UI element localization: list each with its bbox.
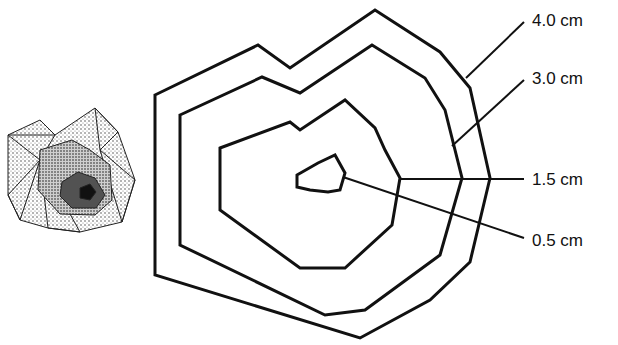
zone-outline [220,100,400,268]
leader-line [343,177,524,238]
dimension-label: 3.0 cm [530,69,585,88]
zone-outlines [155,10,490,338]
zone-outline [297,155,345,192]
leader-lines [343,22,524,238]
stippled-sketch [8,108,135,232]
leader-line [452,80,524,146]
leader-line [400,178,524,180]
dimension-label: 4.0 cm [530,11,585,30]
dimension-label: 0.5 cm [530,231,585,250]
zone-outline [155,10,490,338]
leader-line [466,22,524,78]
dimension-label: 1.5 cm [530,170,585,189]
